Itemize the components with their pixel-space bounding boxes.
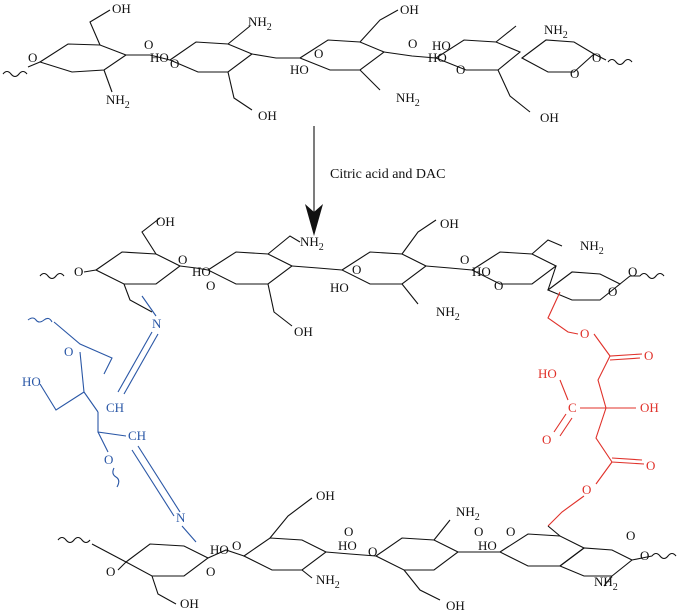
top-chitosan-chain: OH O O NH2 HO NH2 O OH O HO O HO O NH2 N… (2, 1, 633, 125)
hydroxyl-label: OH (540, 110, 559, 125)
amine-label: NH2 (456, 504, 480, 523)
glycosidic-oxygen-label: O (494, 278, 503, 293)
glucosamine-ring (38, 43, 128, 73)
hydroxyl-label: HO (150, 50, 169, 65)
hydroxyl-label: HO (538, 366, 557, 381)
glucosamine-ring (168, 41, 254, 73)
amine-label: NH2 (436, 304, 460, 323)
amine-label: NH2 (248, 14, 272, 33)
reaction-conditions: Citric acid and DAC (330, 167, 445, 182)
hydroxyl-label: OH (112, 1, 131, 16)
hydroxyl-label: HO (330, 280, 349, 295)
glucosamine-ring (434, 39, 522, 71)
ring-oxygen-label: O (608, 284, 617, 299)
imine-nitrogen-label: N (152, 316, 162, 331)
hydroxyl-label: HO (478, 538, 497, 553)
ether-oxygen-label: O (104, 452, 113, 467)
chain-end-wavy (607, 58, 633, 66)
ring-oxygen-label: O (206, 564, 215, 579)
glycosidic-oxygen-label: O (368, 544, 377, 559)
chain-end-wavy (57, 536, 91, 544)
ring-oxygen-label: O (344, 524, 353, 539)
ring-oxygen-label: O (178, 252, 187, 267)
aldehyde-carbon-label: CH (128, 428, 146, 443)
amine-label: NH2 (594, 574, 618, 593)
glucosamine-ring (520, 39, 595, 73)
reaction-arrow: Citric acid and DAC (305, 126, 445, 236)
hydroxyl-label: OH (294, 324, 313, 339)
carbonyl-oxygen-label: O (644, 348, 653, 363)
amine-label: NH2 (106, 92, 130, 111)
chain-end-wavy (639, 272, 665, 280)
hydroxyl-label: OH (258, 108, 277, 123)
oxygen-label: O (28, 50, 37, 65)
ring-oxygen-label: O (64, 344, 73, 359)
hydroxyl-label: HO (428, 50, 447, 65)
glycosidic-oxygen-label: O (206, 278, 215, 293)
hydroxyl-label: HO (192, 264, 211, 279)
hydroxyl-label: HO (210, 542, 229, 557)
hydroxyl-label: OH (640, 400, 659, 415)
arrow-head-icon (305, 204, 323, 236)
oxygen-label: O (592, 50, 601, 65)
glucosamine-ring (298, 39, 386, 71)
carbonyl-oxygen-label: O (646, 458, 655, 473)
ester-oxygen-label: O (582, 482, 591, 497)
glycosidic-oxygen-label: O (506, 524, 515, 539)
hydroxyl-label: HO (432, 38, 451, 53)
amine-label: NH2 (396, 90, 420, 109)
aldehyde-carbon-label: CH (106, 400, 124, 415)
hydroxyl-label: HO (22, 374, 41, 389)
glycosidic-oxygen-label: O (232, 538, 241, 553)
hydroxyl-label: OH (180, 596, 199, 611)
amine-label: NH2 (544, 22, 568, 41)
chain-end-wavy (39, 272, 65, 280)
hydroxyl-label: HO (338, 538, 357, 553)
hydroxyl-label: OH (446, 598, 465, 613)
hydroxyl-label: OH (316, 488, 335, 503)
glycosidic-oxygen-label: O (456, 62, 465, 77)
chain-end-wavy (651, 552, 677, 560)
glycosidic-oxygen-label: O (314, 46, 323, 61)
ring-oxygen-label: O (570, 66, 579, 81)
ring-oxygen-label: O (460, 252, 469, 267)
amine-label: NH2 (316, 572, 340, 591)
ring-oxygen-label: O (408, 36, 417, 51)
oxygen-label: O (74, 264, 83, 279)
hydroxyl-label: OH (400, 2, 419, 17)
oxygen-label: O (628, 264, 637, 279)
amine-label: NH2 (580, 238, 604, 257)
acid-carbon-label: C (568, 400, 577, 415)
oxygen-label: O (106, 564, 115, 579)
glycosidic-oxygen-label: O (170, 56, 179, 71)
ring-oxygen-label: O (144, 37, 153, 52)
hydroxyl-label: OH (440, 216, 459, 231)
ring-oxygen-label: O (474, 524, 483, 539)
ring-oxygen-label: O (626, 528, 635, 543)
oxygen-label: O (640, 548, 649, 563)
product-lower-chain: OH NH2 O O HO O HO O NH2 OH HO O O NH2 O… (57, 488, 677, 613)
acid-oxygen-label: O (542, 432, 551, 447)
citric-acid-bridge: O O HO C OH O O O (538, 291, 659, 527)
product-upper-chain: OH O O NH2 HO O OH O HO NH2 O HO O NH2 O… (39, 214, 665, 339)
dialdehyde-cellulose-bridge: N O HO CH CH O N (22, 295, 197, 543)
hydroxyl-label: HO (290, 62, 309, 77)
imine-nitrogen-label: N (176, 510, 186, 525)
ester-oxygen-label: O (580, 326, 589, 341)
chain-end-wavy (2, 70, 28, 78)
amine-label: NH2 (300, 234, 324, 253)
glycosidic-oxygen-label: O (352, 262, 361, 277)
hydroxyl-label: OH (156, 214, 175, 229)
hydroxyl-label: HO (472, 264, 491, 279)
